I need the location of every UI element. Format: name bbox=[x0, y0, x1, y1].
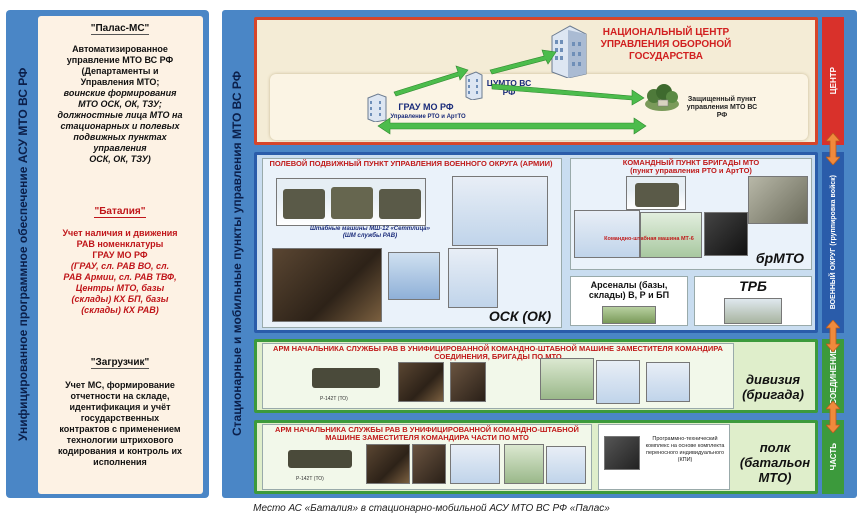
brigade-equipment-photo bbox=[748, 176, 808, 224]
arrow-tsumto-bunker-icon bbox=[491, 83, 645, 106]
grau-sub-label: Управление РТО и АртТО bbox=[390, 114, 466, 120]
brigade-command-post-title: КОМАНДНЫЙ ПУНКТ БРИГАДЫ МТО bbox=[622, 158, 760, 167]
brigade-laptop-photo bbox=[704, 212, 748, 256]
zagruzchik-description: Учет МС, формирование отчетности на скла… bbox=[58, 380, 182, 467]
regiment-truck-caption: Р-142Т (ТО) bbox=[296, 476, 324, 482]
arsenals-photo bbox=[602, 306, 656, 324]
division-operator-photo bbox=[450, 362, 486, 402]
right-panel-title: Стационарные и мобильные пункты управлен… bbox=[230, 71, 244, 437]
ptk-laptop-photo bbox=[604, 436, 640, 470]
brigade-command-post-subtitle: (пункт управления РТО и АртТО) bbox=[630, 166, 752, 175]
regiment-map-photo bbox=[504, 444, 544, 484]
regiment-interior-photo bbox=[366, 444, 410, 484]
ptk-description: Программно-технический комплекс на основ… bbox=[645, 436, 725, 463]
national-center-building-icon bbox=[551, 25, 587, 78]
field-command-post-title: ПОЛЕВОЙ ПОДВИЖНЫЙ ПУНКТ УПРАВЛЕНИЯ ВОЕНН… bbox=[269, 159, 553, 168]
brigade-screen-photo-1 bbox=[574, 210, 640, 258]
level-label-okrug: ВОЕННЫЙ ОКРУГ (группировка войск) bbox=[822, 152, 844, 333]
regiment-screen-photo-2 bbox=[546, 446, 586, 484]
level-label-soed: СОЕДИНЕНИЕ bbox=[822, 339, 844, 413]
tsumto-building-icon bbox=[465, 71, 483, 100]
batalia-heading: "Баталия" bbox=[94, 206, 146, 218]
tsumto-label: ЦУМТО ВС РФ bbox=[486, 78, 532, 97]
trb-photo bbox=[724, 298, 782, 324]
regiment-arm-title: АРМ НАЧАЛЬНИКА СЛУЖБЫ РАВ В УНИФИЦИРОВАН… bbox=[275, 425, 579, 442]
map-screen-photo bbox=[388, 252, 440, 300]
brigade-machine-label: Командно-штабная машина МТ-6 bbox=[604, 236, 694, 242]
level-label-chast: ЧАСТЬ bbox=[822, 420, 844, 494]
palas-ms-description: Автоматизированное управление МТО ВС РФ … bbox=[57, 44, 183, 164]
division-interior-photo bbox=[398, 362, 444, 402]
division-screen-photo bbox=[596, 360, 640, 404]
grau-label: ГРАУ МО РФ bbox=[398, 102, 454, 112]
division-screen-photo-2 bbox=[646, 362, 690, 402]
regiment-operator-photo bbox=[412, 444, 446, 484]
arrow-grau-tsumto-icon bbox=[393, 65, 469, 97]
command-room-photo bbox=[272, 248, 382, 322]
regiment-label: полк (батальон МТО) bbox=[739, 440, 811, 485]
arrow-soed-chast-icon bbox=[826, 401, 840, 433]
workstation-screen-photo bbox=[452, 176, 548, 246]
batalia-description: Учет наличия и движения РАВ номенклатуры… bbox=[62, 228, 178, 315]
staff-trucks-photo bbox=[276, 178, 426, 226]
grau-building-icon bbox=[367, 93, 387, 122]
brigade-map-photo bbox=[640, 212, 702, 258]
brigade-truck-photo bbox=[626, 176, 686, 210]
left-panel-content bbox=[38, 16, 203, 494]
national-center-title: НАЦИОНАЛЬНЫЙ ЦЕНТР УПРАВЛЕНИЯ ОБОРОНОЙ Г… bbox=[600, 27, 732, 62]
division-map-photo bbox=[540, 358, 594, 400]
staff-trucks-caption: Штабные машины МШ-12 «Сеттлица» (ШМ служ… bbox=[310, 226, 430, 239]
division-label: дивизия (бригада) bbox=[742, 372, 804, 402]
osk-label: ОСК (ОК) bbox=[488, 308, 552, 324]
protected-point-label: Защищенный пункт управления МТО ВС РФ bbox=[686, 96, 758, 119]
protected-bunker-icon bbox=[645, 84, 679, 111]
arrow-tsumto-national-icon bbox=[489, 49, 557, 75]
division-arm-title: АРМ НАЧАЛЬНИКА СЛУЖБЫ РАВ В УНИФИЦИРОВАН… bbox=[273, 344, 723, 361]
brmto-label: брМТО bbox=[755, 250, 805, 266]
trb-label: ТРБ bbox=[739, 278, 767, 294]
arrow-bottom-bidirectional-icon bbox=[377, 117, 647, 135]
arsenals-label: Арсеналы (базы, склады) В, Р и БП bbox=[588, 280, 670, 300]
left-panel-title: Унифицированное программное обеспечение … bbox=[16, 67, 30, 441]
arrow-center-okrug-icon bbox=[826, 133, 840, 165]
division-truck-caption: Р-142Т (ТО) bbox=[320, 396, 348, 402]
palas-ms-heading: "Палас-МС" bbox=[90, 23, 150, 35]
network-arrows bbox=[377, 49, 647, 135]
zagruzchik-heading: "Загрузчик" bbox=[90, 357, 150, 369]
arrow-okrug-soed-icon bbox=[826, 320, 840, 352]
regiment-truck-photo bbox=[284, 446, 356, 474]
regiment-screen-photo bbox=[450, 444, 500, 484]
division-truck-photo bbox=[306, 364, 386, 394]
figure-caption: Место АС «Баталия» в стационарно-мобильн… bbox=[253, 503, 610, 514]
data-screen-photo bbox=[448, 248, 498, 308]
level-label-center: ЦЕНТР bbox=[822, 17, 844, 145]
